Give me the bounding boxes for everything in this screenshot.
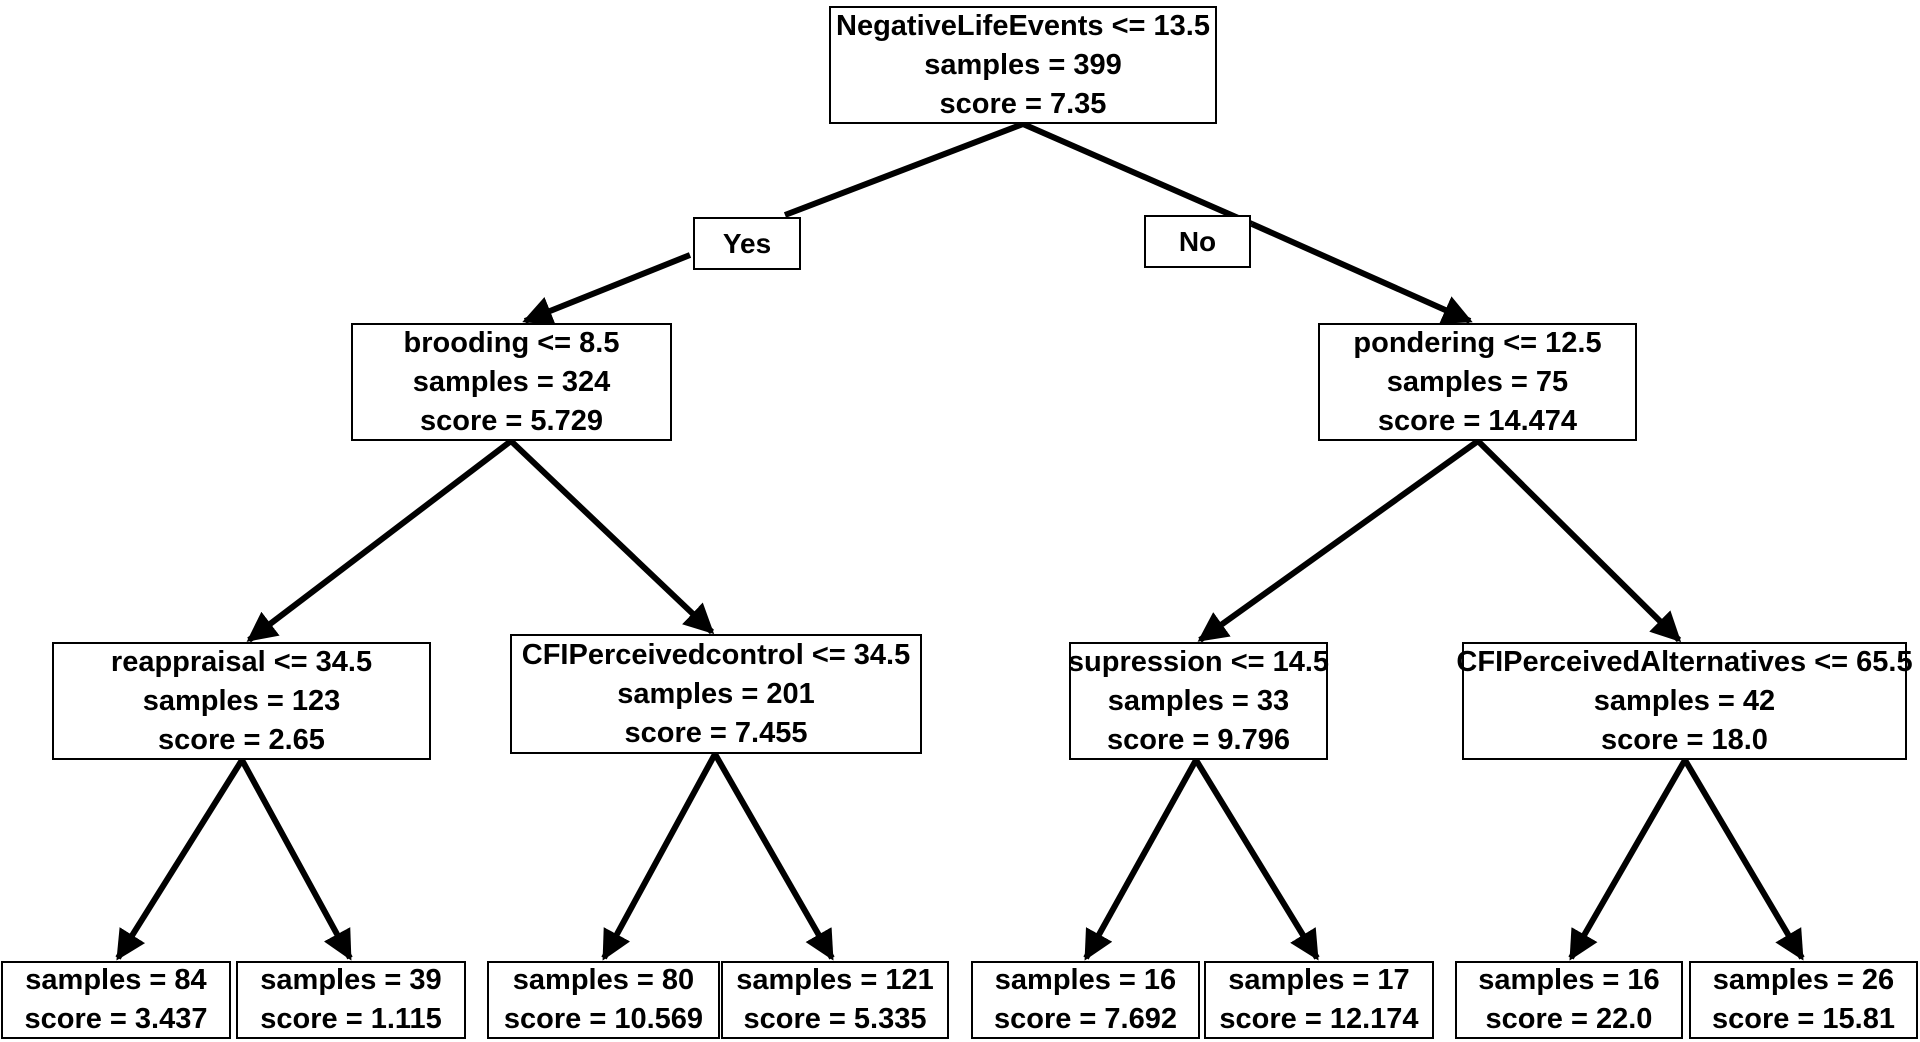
node-cfiperceivedcontrol: CFIPerceivedcontrol <= 34.5 samples = 20… — [510, 634, 922, 754]
node-samples: samples = 324 — [412, 365, 611, 398]
node-samples: samples = 42 — [1593, 684, 1776, 717]
leaf-score: score = 10.569 — [503, 1003, 704, 1035]
node-samples: samples = 75 — [1386, 365, 1569, 398]
leaf-3: samples = 80 score = 10.569 — [487, 961, 720, 1039]
leaf-score: score = 22.0 — [1485, 1003, 1653, 1035]
branch-label-no: No — [1144, 215, 1251, 268]
node-score: score = 9.796 — [1106, 723, 1290, 756]
node-cfiperceivedalternatives: CFIPerceivedAlternatives <= 65.5 samples… — [1456, 642, 1913, 760]
node-score: score = 14.474 — [1377, 404, 1578, 437]
edge-cfipa-leaf7 — [1568, 758, 1688, 961]
leaf-1: samples = 84 score = 3.437 — [1, 961, 231, 1039]
leaf-samples: samples = 84 — [25, 964, 207, 996]
edge-cfipc-leaf3 — [601, 752, 718, 961]
node-root: NegativeLifeEvents <= 13.5 samples = 399… — [829, 6, 1217, 124]
node-condition: supression <= 14.5 — [1067, 645, 1330, 678]
leaf-7: samples = 16 score = 22.0 — [1455, 961, 1683, 1039]
edge-reappraisal-leaf1 — [115, 758, 245, 961]
leaf-samples: samples = 121 — [736, 964, 934, 996]
node-samples: samples = 399 — [924, 48, 1122, 81]
node-score: score = 5.729 — [419, 404, 603, 437]
node-score: score = 18.0 — [1601, 723, 1768, 756]
edge-brooding-cfipc — [508, 438, 715, 635]
branch-label-yes: Yes — [693, 217, 801, 270]
node-score: score = 7.455 — [624, 716, 808, 749]
leaf-5: samples = 16 score = 7.692 — [971, 961, 1200, 1039]
edge-supression-leaf5 — [1083, 758, 1199, 961]
node-condition: CFIPerceivedcontrol <= 34.5 — [521, 638, 911, 671]
leaf-score: score = 12.174 — [1219, 1003, 1419, 1035]
edge-cfipc-leaf4 — [712, 752, 835, 961]
node-supression: supression <= 14.5 samples = 33 score = … — [1067, 642, 1330, 760]
leaf-samples: samples = 80 — [512, 964, 695, 996]
leaf-samples: samples = 16 — [994, 964, 1177, 996]
leaf-score: score = 3.437 — [24, 1003, 208, 1035]
leaf-6: samples = 17 score = 12.174 — [1204, 961, 1434, 1039]
leaf-samples: samples = 16 — [1478, 964, 1660, 996]
edge-pondering-supression — [1197, 438, 1480, 643]
node-pondering: pondering <= 12.5 samples = 75 score = 1… — [1318, 323, 1637, 441]
edge-cfipa-leaf8 — [1682, 758, 1805, 961]
leaf-score: score = 1.115 — [260, 1003, 442, 1035]
edge-reappraisal-leaf2 — [239, 758, 353, 961]
edge-no-pondering — [1250, 221, 1473, 324]
leaf-8: samples = 26 score = 15.81 — [1689, 961, 1918, 1039]
node-brooding: brooding <= 8.5 samples = 324 score = 5.… — [351, 323, 672, 441]
leaf-2: samples = 39 score = 1.115 — [236, 961, 466, 1039]
edge-root-yes — [783, 121, 1025, 218]
node-samples: samples = 123 — [142, 684, 341, 717]
edge-brooding-reappraisal — [246, 438, 513, 643]
leaf-samples: samples = 17 — [1228, 964, 1410, 996]
node-condition: pondering <= 12.5 — [1353, 326, 1602, 359]
edge-root-no — [1021, 121, 1254, 227]
leaf-score: score = 5.335 — [743, 1003, 927, 1035]
leaf-4: samples = 121 score = 5.335 — [721, 961, 949, 1039]
leaf-score: score = 7.692 — [993, 1003, 1177, 1035]
node-score: score = 7.35 — [939, 87, 1107, 120]
node-condition: CFIPerceivedAlternatives <= 65.5 — [1456, 645, 1913, 678]
node-condition: NegativeLifeEvents <= 13.5 — [836, 9, 1210, 42]
node-condition: brooding <= 8.5 — [403, 326, 620, 359]
leaf-samples: samples = 26 — [1712, 964, 1895, 996]
edge-yes-brooding — [522, 252, 692, 325]
node-reappraisal: reappraisal <= 34.5 samples = 123 score … — [52, 642, 431, 760]
edge-supression-leaf6 — [1193, 758, 1320, 961]
leaf-samples: samples = 39 — [260, 964, 442, 996]
node-score: score = 2.65 — [158, 723, 325, 756]
edge-pondering-cfipa — [1475, 438, 1682, 643]
node-samples: samples = 201 — [617, 677, 815, 710]
leaf-score: score = 15.81 — [1711, 1003, 1895, 1035]
node-condition: reappraisal <= 34.5 — [110, 645, 373, 678]
node-samples: samples = 33 — [1107, 684, 1290, 717]
